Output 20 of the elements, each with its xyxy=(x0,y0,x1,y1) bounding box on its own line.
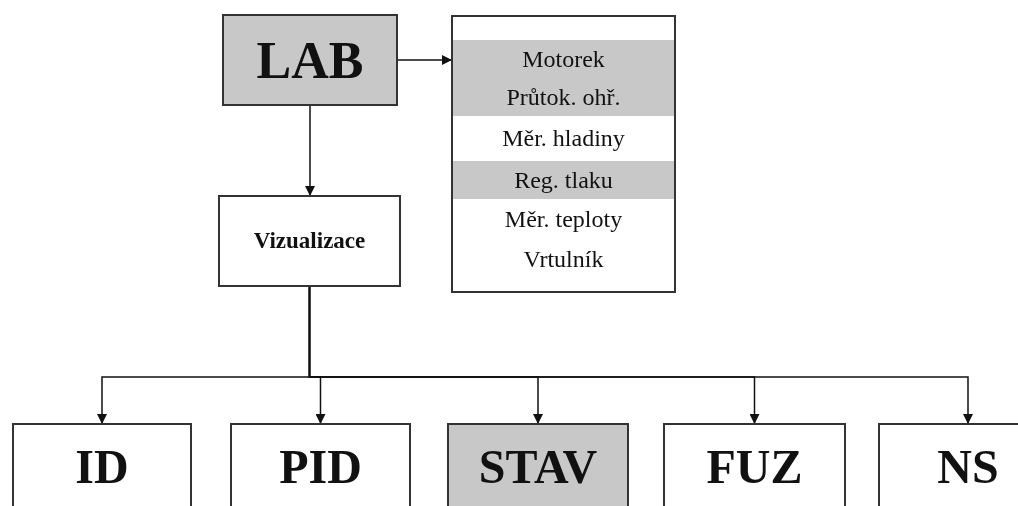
arrow xyxy=(308,286,973,424)
node-label: STAV xyxy=(478,439,598,494)
list-item: Motorek xyxy=(453,40,674,78)
process-box xyxy=(12,423,192,506)
process-box xyxy=(663,423,846,506)
node-label: Vizualizace xyxy=(253,228,366,254)
node-label: LAB xyxy=(256,30,364,90)
node-label: FUZ xyxy=(706,439,803,494)
list-item: Reg. tlaku xyxy=(453,161,674,199)
arrow xyxy=(305,105,315,196)
process-box xyxy=(447,423,629,506)
list-box xyxy=(451,15,676,293)
list-item: Průtok. ohř. xyxy=(453,78,674,116)
process-box xyxy=(222,14,398,106)
node-label: NS xyxy=(937,439,999,494)
process-box xyxy=(230,423,411,506)
arrow xyxy=(397,55,452,65)
node-label: ID xyxy=(75,439,129,494)
node-label: PID xyxy=(279,439,362,494)
process-box xyxy=(218,195,401,287)
